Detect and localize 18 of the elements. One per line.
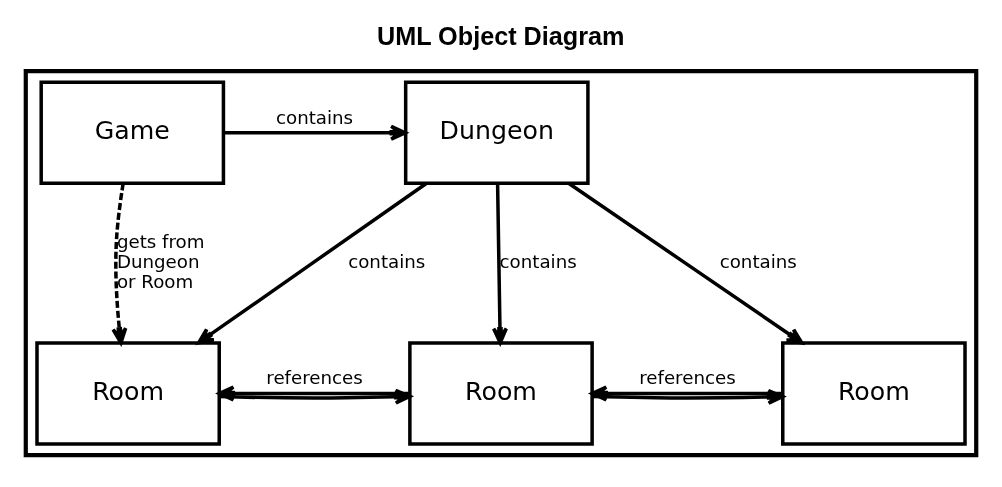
edge-label: contains <box>719 250 797 272</box>
node-box: Game <box>39 80 226 185</box>
arrow <box>567 181 804 345</box>
arrow <box>491 183 508 345</box>
edge-label: contains <box>348 250 426 272</box>
edge-label: references <box>266 367 363 389</box>
edge-label: contains <box>275 106 354 128</box>
cluster <box>23 68 979 458</box>
edge-label: references <box>639 367 736 389</box>
node-box: Room <box>781 341 967 446</box>
diagram-title: UML Object Diagram <box>376 22 625 50</box>
arrow <box>223 124 407 141</box>
node-box: Room <box>408 341 594 446</box>
arrow <box>196 181 428 345</box>
edge-label: gets from Dungeon or Room <box>116 231 205 292</box>
node-box: Room <box>35 341 221 446</box>
node-box: Dungeon <box>403 80 590 185</box>
arrow <box>111 183 128 345</box>
